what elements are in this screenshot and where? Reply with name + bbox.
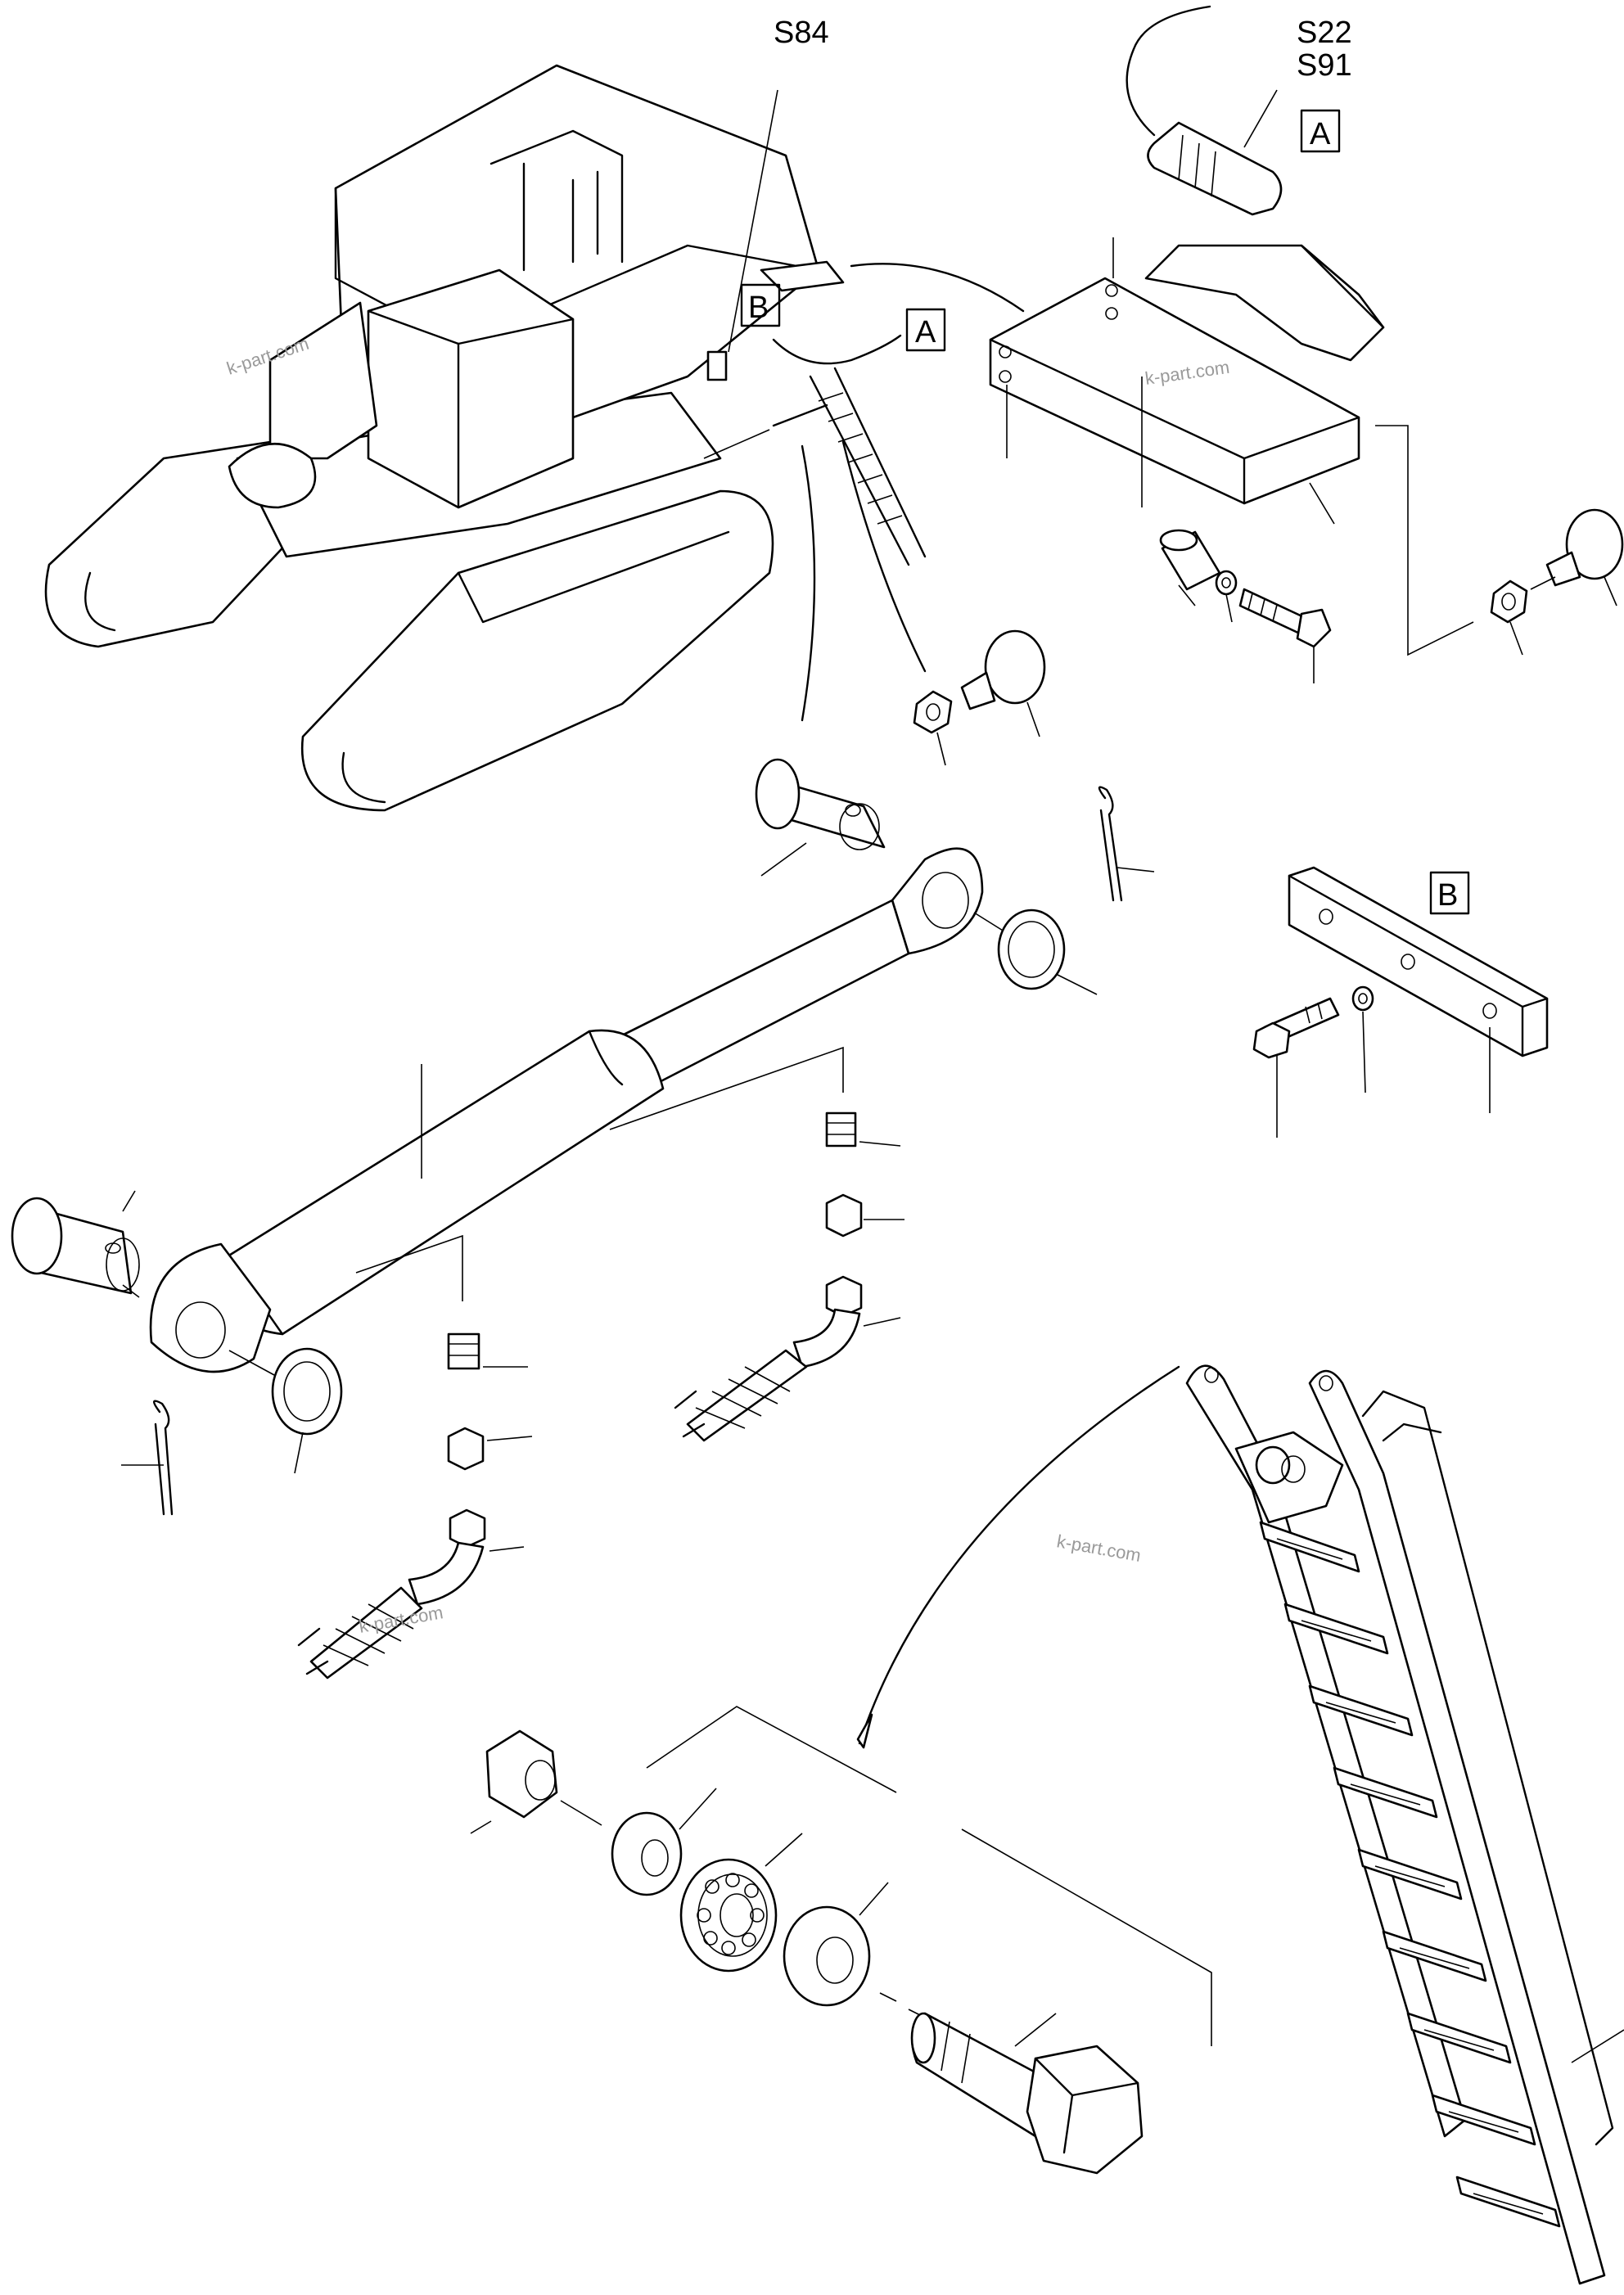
sensor-with-cable — [1126, 5, 1283, 216]
fitting-bracket-lower — [355, 1234, 463, 1301]
flat-washer-large — [611, 1788, 717, 1896]
cotter-pin-lower — [121, 1400, 174, 1516]
callout-box-a-machine: A — [905, 308, 946, 352]
bolt-b — [1252, 997, 1340, 1138]
fitting-stack-upper — [792, 1111, 904, 1368]
fitting-stack-lower — [408, 1332, 533, 1606]
cotter-pin-upper — [1098, 786, 1155, 902]
washer-small-a — [1215, 570, 1238, 623]
leader-arrow-tip — [856, 1713, 873, 1749]
hose-lower — [297, 1586, 423, 1680]
washer-lower — [271, 1347, 343, 1474]
hydraulic-cylinder — [11, 758, 1008, 1376]
label-s84: S84 — [774, 16, 829, 50]
leader-to-bearing — [858, 1365, 1180, 1745]
nut-center — [913, 690, 953, 766]
watermark-3: k-part.com — [1055, 1531, 1143, 1566]
bearing-seal — [783, 1882, 926, 2018]
ladder — [1185, 1364, 1624, 2285]
callout-a-top-letter: A — [1310, 117, 1331, 151]
nut-right — [1490, 576, 1556, 656]
label-s22: S22 — [1297, 16, 1352, 50]
bolt-a — [1238, 588, 1332, 683]
rubber-bumper-center — [960, 629, 1046, 737]
washer-small-b — [1351, 985, 1374, 1093]
leader-lines-machine — [728, 89, 1025, 722]
rubber-bumper-right — [1545, 508, 1624, 606]
callout-box-b-detail: B — [1429, 871, 1470, 915]
shoulder-bolt — [910, 2012, 1144, 2175]
callout-box-a-top: A — [1300, 109, 1341, 153]
machine-body — [44, 64, 927, 812]
washer-upper — [997, 909, 1098, 995]
label-s91: S91 — [1297, 48, 1352, 83]
hose-upper — [674, 1349, 808, 1442]
callout-a-machine-letter: A — [915, 315, 936, 349]
ball-bearing — [679, 1833, 803, 1973]
fitting-bracket-upper — [609, 1046, 844, 1130]
step-bracket — [989, 237, 1474, 656]
bearing-bracket-line — [646, 1706, 1212, 2046]
callout-b-machine-letter: B — [748, 291, 769, 325]
flat-bar — [1288, 866, 1549, 1113]
callout-b-detail-letter: B — [1437, 878, 1458, 913]
hex-nut-large — [470, 1729, 602, 1834]
spacer-sleeve — [1159, 529, 1221, 606]
callout-box-b-machine: B — [740, 283, 781, 327]
